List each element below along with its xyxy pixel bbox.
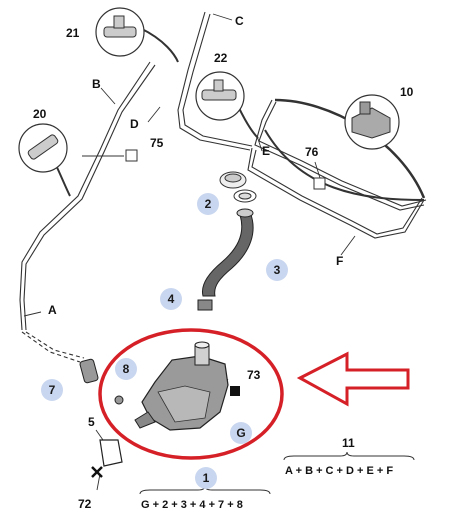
formula-group-11: A + B + C + D + E + F — [285, 465, 394, 477]
washer-reservoir — [134, 341, 229, 431]
marker-76-square — [313, 177, 326, 190]
bracket-part — [99, 439, 123, 467]
red-ellipse-highlight — [98, 328, 284, 460]
filler-neck-tube — [201, 211, 254, 297]
bubble-part-7: 7 — [41, 379, 63, 401]
formula-group-1: G + 2 + 3 + 4 + 7 + 8 — [141, 499, 243, 511]
bubble-part-g: G — [230, 422, 252, 444]
grommet-part — [114, 395, 124, 405]
brace-group-11 — [283, 451, 415, 461]
part-label-72: 72 — [78, 497, 92, 511]
hose-label-a: A — [48, 303, 57, 317]
part-label-75: 75 — [150, 136, 164, 150]
bubble-part-1: 1 — [195, 467, 217, 489]
part-label-76: 76 — [305, 145, 319, 159]
filler-cap-group — [219, 171, 257, 203]
hose-lines — [19, 11, 427, 363]
part-label-22: 22 — [214, 51, 228, 65]
marker-75-square — [125, 149, 138, 162]
bubble-part-2: 2 — [197, 193, 219, 215]
part-label-10: 10 — [400, 85, 414, 99]
connector-10-detail — [344, 94, 400, 150]
connector-22-detail — [195, 71, 245, 121]
hose-label-d: D — [130, 117, 139, 131]
bubble-part-4: 4 — [160, 288, 182, 310]
part-label-21: 21 — [66, 26, 80, 40]
bubble-part-8: 8 — [115, 358, 137, 380]
bubble-part-3: 3 — [266, 259, 288, 281]
part-label-20: 20 — [33, 107, 47, 121]
marker-73-square — [230, 386, 240, 396]
part-label-11: 11 — [342, 436, 355, 450]
hose-label-f: F — [336, 254, 344, 268]
connector-21-detail — [95, 7, 145, 57]
hose-label-b: B — [92, 77, 101, 91]
part-label-5: 5 — [88, 415, 95, 429]
connector-20-detail — [18, 123, 68, 173]
hose-label-c: C — [235, 14, 244, 28]
part-label-73: 73 — [247, 368, 261, 382]
pump-part — [79, 358, 99, 384]
hose-label-e: E — [262, 144, 271, 158]
fastener-72-icon — [91, 466, 103, 478]
red-outline-arrow-left — [296, 351, 410, 407]
